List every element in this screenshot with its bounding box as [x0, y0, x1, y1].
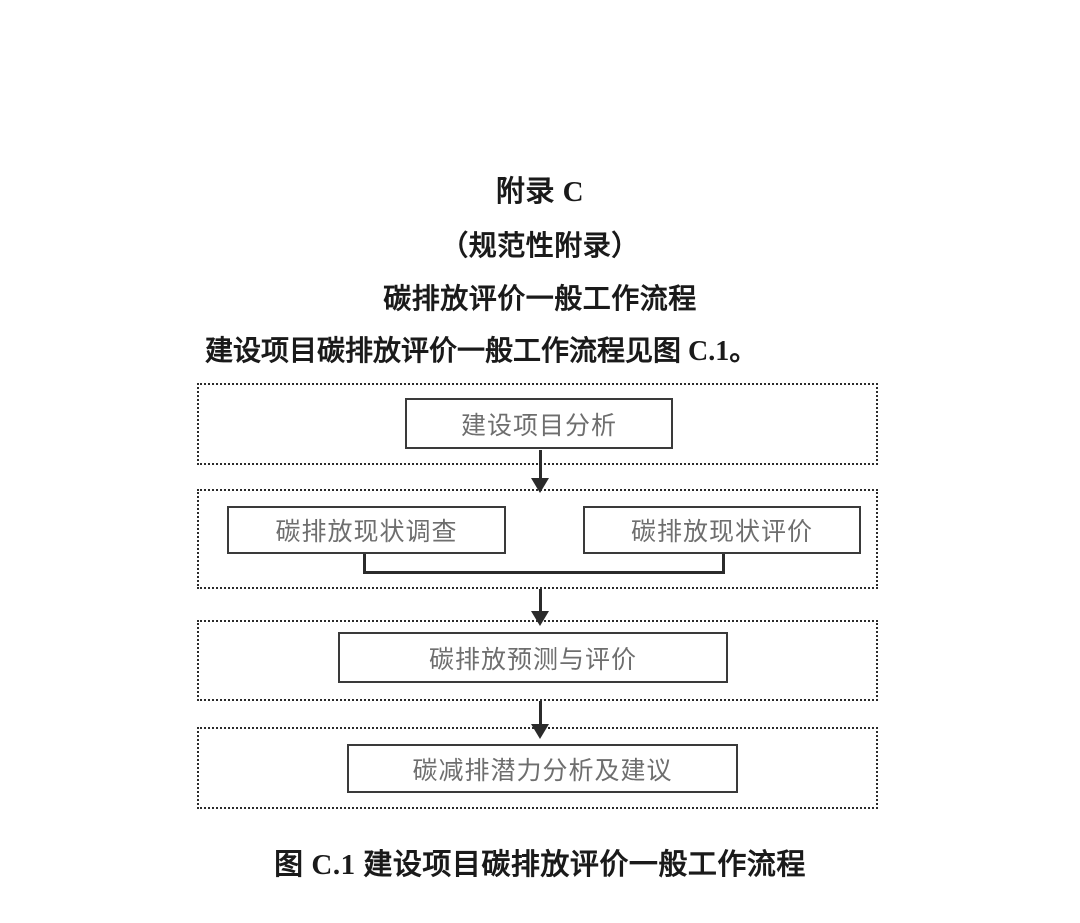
- flow-node-status-evaluation: 碳排放现状评价: [583, 506, 861, 554]
- arrow-down-icon-stage2-stage3: [531, 611, 549, 626]
- connector-line-stage2-stage3: [539, 589, 542, 615]
- appendix-section-heading: 碳排放评价一般工作流程: [383, 284, 697, 315]
- appendix-title: 附录 C: [495, 176, 585, 208]
- flow-stage-2: [197, 489, 878, 589]
- connector-line-survey-drop: [363, 554, 366, 573]
- appendix-subtitle: （规范性附录）: [440, 231, 640, 262]
- flow-node-forecast-evaluation: 碳排放预测与评价: [338, 632, 728, 683]
- intro-paragraph: 建设项目碳排放评价一般工作流程见图 C.1。: [205, 336, 758, 367]
- flow-node-reduction-advice: 碳减排潜力分析及建议: [347, 744, 738, 793]
- connector-line-stage3-stage4: [539, 701, 542, 728]
- connector-line-evaluation-drop: [722, 554, 725, 573]
- connector-merge-bar: [363, 571, 725, 574]
- flow-node-status-survey: 碳排放现状调查: [227, 506, 506, 554]
- flow-stage-3: [197, 620, 878, 701]
- flow-node-project-analysis: 建设项目分析: [405, 398, 673, 449]
- connector-line-stage1-stage2: [539, 450, 542, 481]
- flow-stage-4: [197, 727, 878, 809]
- figure-caption: 图 C.1 建设项目碳排放评价一般工作流程: [274, 849, 806, 881]
- flow-stage-1: [197, 383, 878, 465]
